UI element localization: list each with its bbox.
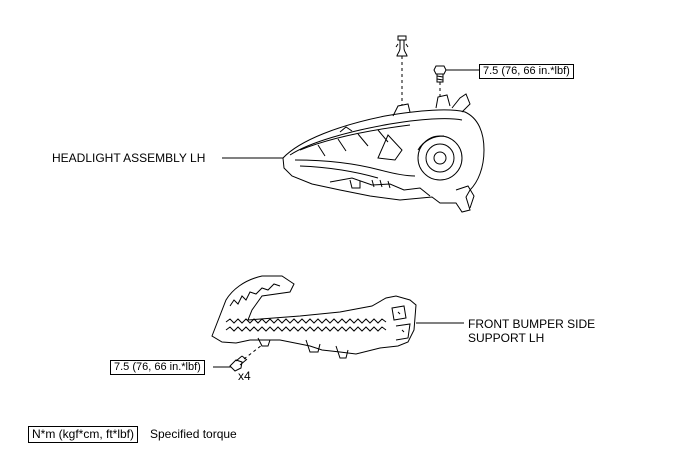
legend-unit-box: N*m (kgf*cm, ft*lbf): [28, 426, 139, 443]
torque-callout-bumper: 7.5 (76, 66 in.*lbf): [110, 360, 205, 375]
torque-callout-headlight: 7.5 (76, 66 in.*lbf): [479, 64, 574, 79]
bumper-side-support-drawing: [211, 275, 417, 359]
bumper-support-label-line1: FRONT BUMPER SIDE: [468, 317, 596, 331]
headlight-assembly-label: HEADLIGHT ASSEMBLY LH: [52, 151, 206, 165]
quantity-label: x4: [238, 369, 251, 383]
bumper-support-label-line2: SUPPORT LH: [468, 331, 545, 345]
clip-fastener-icon: [395, 35, 409, 57]
headlight-assembly-drawing: [282, 93, 485, 213]
bolt-headlight-icon: [433, 65, 447, 83]
legend-description: Specified torque: [150, 427, 237, 441]
